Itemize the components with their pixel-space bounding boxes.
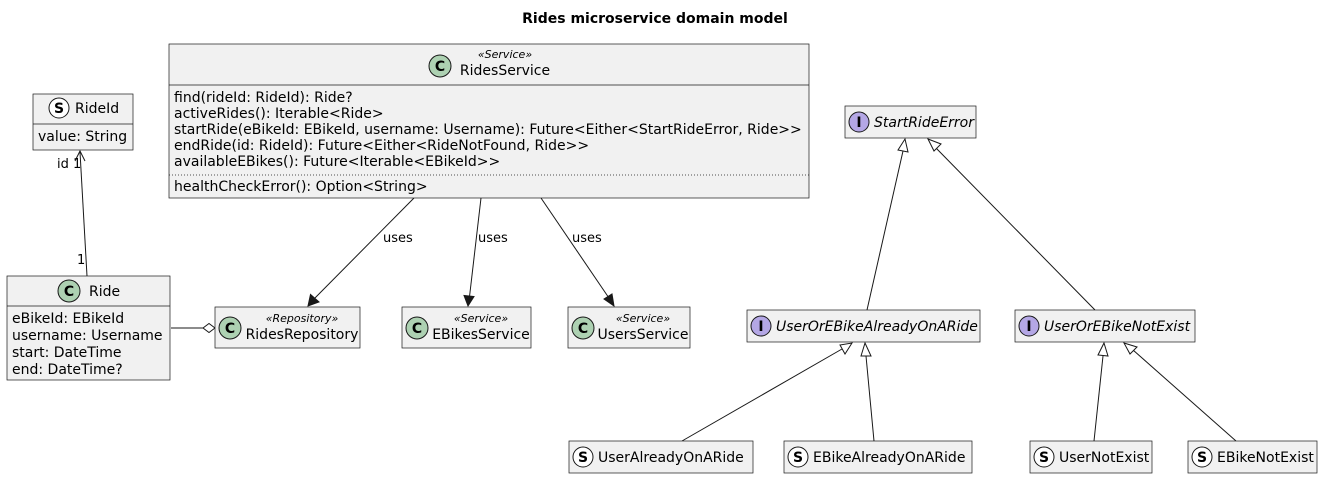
edge-label-uses-users: uses [572,231,602,246]
edge-generalization-ebike-not-exist [1122,342,1237,442]
interface-icon: I [856,115,861,131]
class-icon: C [412,321,422,337]
struct-icon: S [54,101,64,117]
edge-generalization-ebike-already [860,341,875,442]
class-name: EBikesService [432,327,530,343]
class-name: UsersService [598,327,689,343]
class-rides-repository[interactable]: C «Repository» RidesRepository [214,306,361,349]
method: availableEBikes(): Future<Iterable<EBike… [174,154,500,170]
edge-uses-users-service: uses [540,197,615,308]
field: eBikeId: EBikeId [12,311,124,327]
method: healthCheckError(): Option<String> [174,179,428,195]
edge-generalization-notexist-to-error [926,138,1096,311]
method: startRide(eBikeId: EBikeId, username: Us… [174,122,802,138]
interface-user-or-ebike-already-on-a-ride[interactable]: I UserOrEBikeAlreadyOnARide [746,309,981,343]
class-ebikes-service[interactable]: C «Service» EBikesService [401,306,532,349]
struct-icon: S [1197,450,1207,466]
field: start: DateTime [12,345,122,361]
multiplicity-ride: 1 [77,253,85,268]
interface-icon: I [758,319,763,335]
class-name: RidesService [460,63,550,79]
method: find(rideId: RideId): Ride? [174,90,353,106]
class-icon: C [64,284,74,300]
interface-start-ride-error[interactable]: I StartRideError [844,105,977,139]
class-name: EBikeNotExist [1217,450,1314,466]
class-name: UserOrEBikeAlreadyOnARide [776,319,978,335]
class-users-service[interactable]: C «Service» UsersService [567,306,691,349]
edge-uses-rides-repository: uses [307,197,415,307]
stereotype: «Service» [616,312,670,325]
multiplicity-ride-id: id 1 [57,157,81,172]
class-name: StartRideError [874,115,975,131]
diagram-title: Rides microservice domain model [522,11,788,27]
edge-uses-ebikes-service: uses [463,197,508,308]
interface-icon: I [1026,319,1031,335]
class-icon: C [578,321,588,337]
field: value: String [38,129,127,145]
class-icon: C [435,59,445,75]
class-name: Ride [89,284,120,300]
struct-ride-id[interactable]: S RideId value: String [32,93,134,151]
class-ride[interactable]: C Ride eBikeId: EBikeId username: Userna… [6,275,171,381]
edge-generalization-already-to-error [866,137,909,311]
stereotype: «Service» [478,48,532,61]
edge-label-uses-repository: uses [383,231,413,246]
stereotype: «Repository» [266,312,339,325]
method: activeRides(): Iterable<Ride> [174,106,384,122]
edge-ride-to-ride-id: id 1 1 [57,149,88,277]
field: username: Username [12,328,163,344]
stereotype: «Service» [454,312,508,325]
class-icon: C [225,321,235,337]
struct-icon: S [1039,450,1049,466]
interface-user-or-ebike-not-exist[interactable]: I UserOrEBikeNotExist [1014,309,1196,343]
struct-user-not-exist[interactable]: S UserNotExist [1029,440,1153,474]
class-rides-service[interactable]: C «Service» RidesService find(rideId: Ri… [168,43,810,199]
struct-ebike-already-on-a-ride[interactable]: S EBikeAlreadyOnARide [783,440,973,474]
class-name: EBikeAlreadyOnARide [813,450,965,466]
class-name: RideId [75,101,119,117]
struct-ebike-not-exist[interactable]: S EBikeNotExist [1187,440,1318,474]
class-name: RidesRepository [246,327,359,343]
struct-icon: S [578,450,588,466]
edge-generalization-user-already [681,342,854,442]
struct-user-already-on-a-ride[interactable]: S UserAlreadyOnARide [568,440,754,474]
struct-icon: S [793,450,803,466]
edge-generalization-user-not-exist [1093,341,1109,442]
class-name: UserNotExist [1059,450,1150,466]
class-name: UserOrEBikeNotExist [1044,319,1191,335]
class-name: UserAlreadyOnARide [598,450,744,466]
field: end: DateTime? [12,362,123,378]
method: endRide(id: RideId): Future<Either<RideN… [174,138,589,154]
edge-ride-aggregation [171,322,216,334]
edge-label-uses-ebikes: uses [478,231,508,246]
